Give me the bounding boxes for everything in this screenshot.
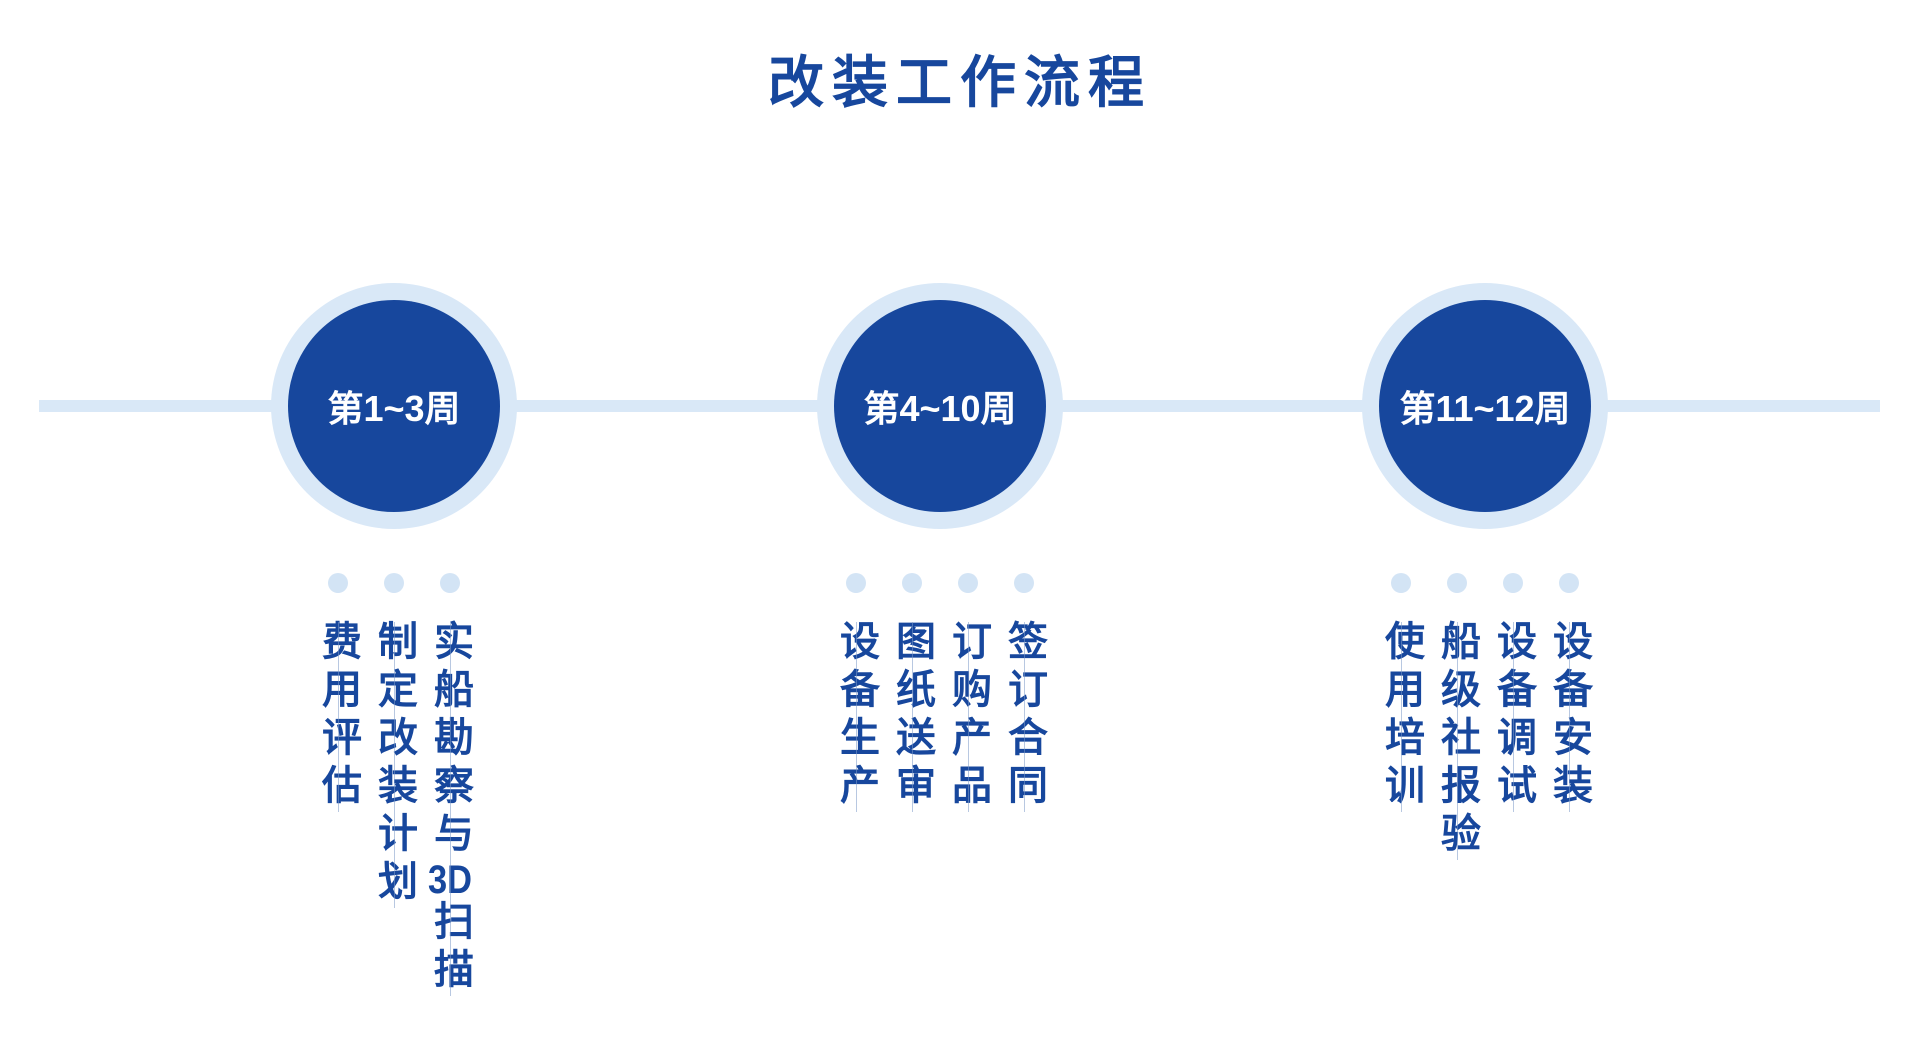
item-label: 设备调试: [1491, 620, 1535, 812]
step-item: 图纸送审: [890, 573, 934, 812]
step-item: 制定改装计划: [372, 573, 416, 996]
item-dot: [1447, 573, 1467, 593]
step-week-label: 第11~12周: [1399, 388, 1571, 429]
step-item: 设备生产: [834, 573, 878, 812]
step-item: 使用培训: [1379, 573, 1423, 860]
item-dot: [1503, 573, 1523, 593]
item-dot: [328, 573, 348, 593]
page-title: 改装工作流程: [768, 51, 1152, 114]
item-dot: [440, 573, 460, 593]
item-label: 设备安装: [1547, 620, 1591, 812]
step-circle-halo: 第1~3周: [271, 283, 517, 529]
item-label: 设备生产: [834, 620, 878, 812]
step-item: 费用评估: [316, 573, 360, 996]
step-item: 签订合同: [1002, 573, 1046, 812]
item-label: 费用评估: [316, 620, 360, 812]
step-week-label: 第1~3周: [327, 388, 461, 429]
step-circle-halo: 第4~10周: [817, 283, 1063, 529]
item-dot: [384, 573, 404, 593]
item-dot: [1391, 573, 1411, 593]
step-circle: 第1~3周: [288, 300, 500, 512]
item-dot: [902, 573, 922, 593]
item-dot: [846, 573, 866, 593]
item-label: 图纸送审: [890, 620, 934, 812]
item-label: 船级社报验: [1435, 620, 1479, 860]
step-item: 设备调试: [1491, 573, 1535, 860]
item-label: 使用培训: [1379, 620, 1423, 812]
step-circle-halo: 第11~12周: [1362, 283, 1608, 529]
step-item: 实船勘察与3D扫描: [428, 573, 472, 996]
step-circle: 第11~12周: [1379, 300, 1591, 512]
step-circle: 第4~10周: [834, 300, 1046, 512]
item-dot: [958, 573, 978, 593]
step-item: 设备安装: [1547, 573, 1591, 860]
step-item: 订购产品: [946, 573, 990, 812]
item-label: 签订合同: [1002, 620, 1046, 812]
item-dot: [1559, 573, 1579, 593]
step-items: 签订合同 订购产品 图纸送审 设备生产: [834, 573, 1046, 812]
step-week-label: 第4~10周: [863, 388, 1017, 429]
step-items: 设备安装 设备调试 船级社报验 使用培训: [1379, 573, 1591, 860]
step-items: 实船勘察与3D扫描 制定改装计划 费用评估: [316, 573, 472, 996]
item-label: 制定改装计划: [372, 620, 416, 908]
step-item: 船级社报验: [1435, 573, 1479, 860]
item-label-latin-run: 3D: [428, 860, 472, 900]
item-label: 实船勘察与3D扫描: [428, 620, 472, 996]
item-label: 订购产品: [946, 620, 990, 812]
item-dot: [1014, 573, 1034, 593]
